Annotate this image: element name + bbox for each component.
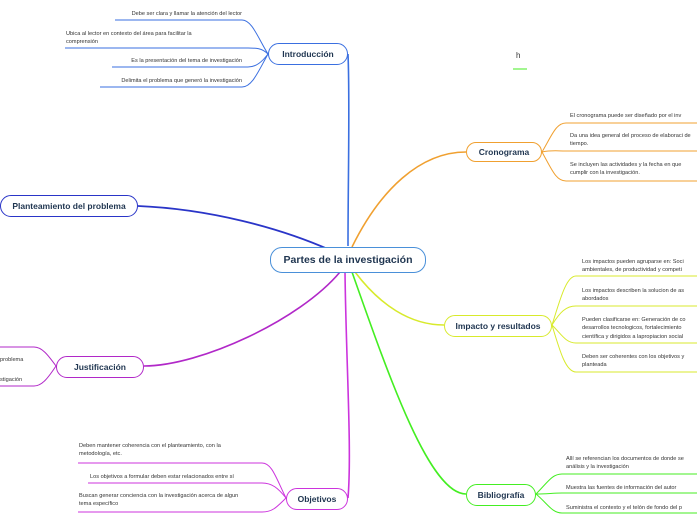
connector-bib-leaf-1 [535,473,697,495]
cron-leaf-3[interactable]: Se incluyen las actividades y la fecha e… [570,162,682,177]
branch-cronograma-label: Cronograma [478,147,530,157]
connector-central-introduccion [347,53,350,247]
connector-central-objetivos [344,271,351,499]
branch-cronograma[interactable]: Cronograma [466,142,542,162]
cron-leaf-1[interactable]: El cronograma puede ser diseñado por el … [570,113,682,119]
central-node-label: Partes de la investigación [283,254,413,266]
connector-bib-leaf-2 [535,492,697,495]
connector-imp-leaf-2 [551,305,697,326]
branch-bibliografia[interactable]: Bibliografía [466,484,536,506]
connector-obj-leaf-1 [78,462,287,499]
branch-objetivos[interactable]: Objetivos [286,488,348,510]
connector-central-planteamiento [137,205,331,251]
branch-planteamiento[interactable]: Planteamiento del problema [0,195,138,217]
connector-central-cronograma [351,151,467,248]
intro-leaf-4[interactable]: Delimita el problema que generó la inves… [121,78,242,84]
connector-intro-leaf-1 [115,19,269,55]
just-leaf-2[interactable]: stigación [0,377,23,383]
branch-introduccion[interactable]: Introducción [268,43,348,65]
connector-obj-leaf-2 [88,482,287,499]
connector-cron-leaf-1 [541,122,697,153]
connector-just-leaf-1 [0,346,57,367]
intro-leaf-1[interactable]: Debe ser clara y llamar la atención del … [131,11,242,17]
branch-justificacion-label: Justificación [74,362,126,372]
connector-intro-leaf-3 [112,53,269,68]
imp-leaf-1[interactable]: Los impactos pueden agruparse en: Soci a… [582,259,684,274]
connector-central-impacto [354,271,445,326]
connector-imp-leaf-4 [551,324,697,373]
bib-leaf-3[interactable]: Suministra el contexto y el telón de fon… [566,505,682,511]
imp-leaf-3[interactable]: Pueden clasificarse en: Generación de co… [582,317,686,340]
connector-bib-leaf-3 [535,493,697,514]
cron-leaf-2[interactable]: Da una idea general del proceso de elabo… [570,133,691,148]
imp-leaf-4[interactable]: Deben ser coherentes con los objetivos y… [582,354,685,369]
branch-introduccion-label: Introducción [282,49,334,59]
branch-impacto-label: Impacto y resultados [455,321,541,331]
intro-leaf-3[interactable]: Es la presentación del tema de investiga… [131,58,242,64]
connector-intro-leaf-4 [100,53,269,88]
connector-imp-leaf-1 [551,275,697,326]
just-leaf-1[interactable]: problema [0,357,24,363]
branch-justificacion[interactable]: Justificación [56,356,144,378]
connector-central-bibliografia [351,271,467,495]
connector-cron-leaf-3 [541,151,697,182]
branch-bibliografia-label: Bibliografía [477,490,525,500]
branch-planteamiento-label: Planteamiento del problema [12,201,126,211]
connector-just-leaf-2 [0,365,57,387]
imp-leaf-2[interactable]: Los impactos describen la solucion de as… [582,288,684,303]
connector-intro-leaf-2 [65,47,269,55]
connector-obj-leaf-3 [78,497,287,513]
bib-leaf-1[interactable]: Allí se referencian los documentos de do… [566,456,684,471]
obj-leaf-3[interactable]: Buscan generar conciencia con la investi… [79,493,239,508]
connector-cron-leaf-2 [541,150,697,153]
obj-leaf-2[interactable]: Los objetivos a formular deben estar rel… [90,474,234,480]
branch-impacto[interactable]: Impacto y resultados [444,315,552,337]
intro-leaf-2[interactable]: Ubica al lector en contexto del área par… [66,31,192,46]
branch-objetivos-label: Objetivos [297,494,337,504]
obj-leaf-1[interactable]: Deben mantener coherencia con el plantea… [79,443,221,458]
stray-text: h [516,51,521,60]
central-node[interactable]: Partes de la investigación [270,247,426,273]
connector-imp-leaf-3 [551,324,697,344]
bib-leaf-2[interactable]: Muestra las fuentes de información del a… [566,485,677,491]
connector-central-justificacion [143,271,341,367]
